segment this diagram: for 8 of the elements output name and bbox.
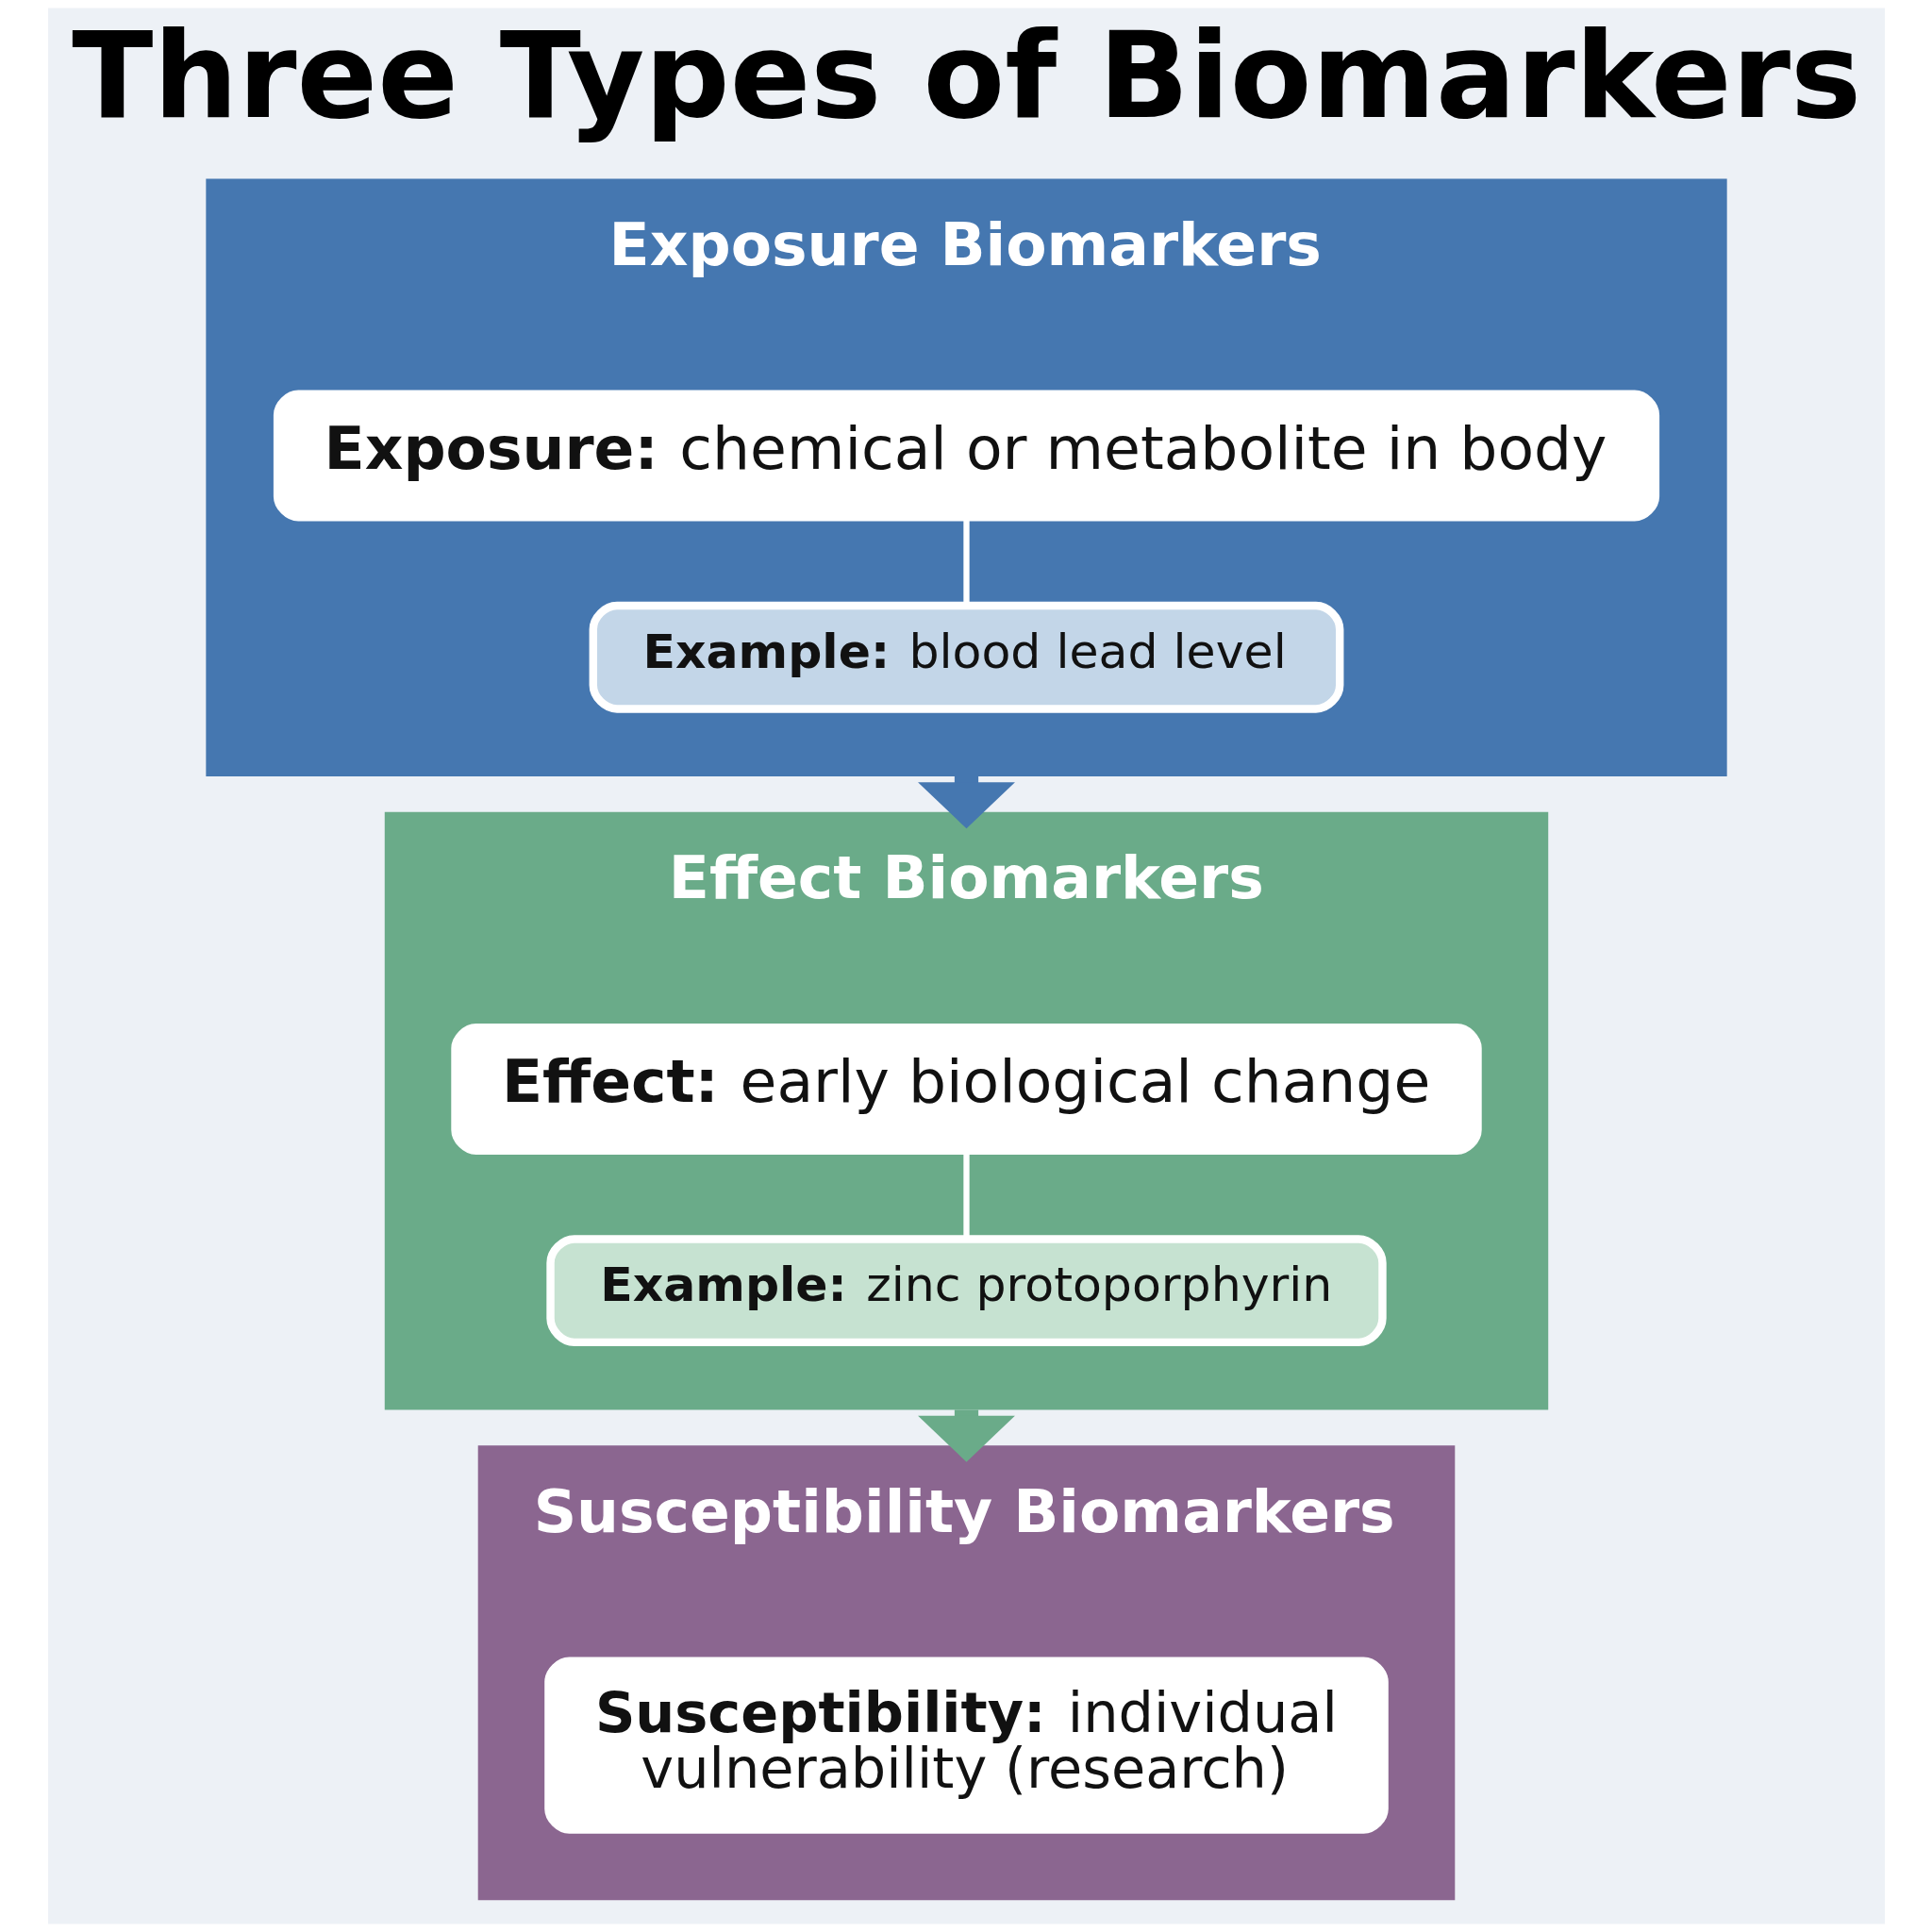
node-box: Susceptibility: individual vulnerability (research) (543, 1657, 1389, 1834)
node-box: Effect: early biological change (450, 1024, 1482, 1155)
arrow (917, 776, 1015, 829)
node-box: Example: zinc protoporphyrin (545, 1235, 1387, 1347)
node-box: Exposure: chemical or metabolite in body (273, 390, 1659, 522)
arrow (917, 1409, 1015, 1462)
diagram-title: Three Types of Biomarkers (71, 7, 1861, 146)
node-box: Example: blood lead level (589, 601, 1343, 713)
